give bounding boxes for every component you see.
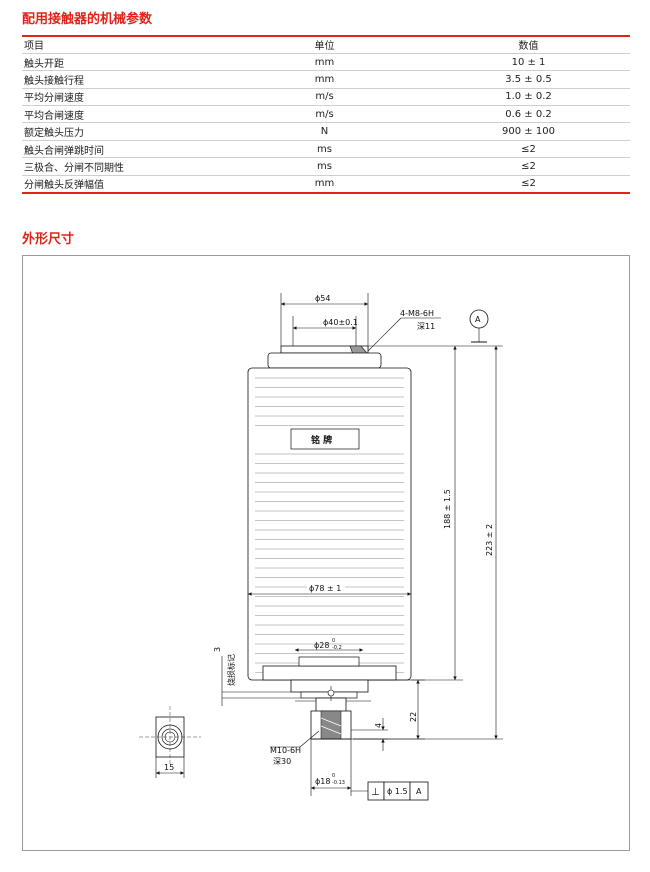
cell-unit: N bbox=[222, 122, 427, 141]
header-item: 项目 bbox=[22, 34, 222, 54]
dim-height-188: 188 ± 1.5 bbox=[368, 345, 463, 681]
cell-item: 平均分闸速度 bbox=[22, 88, 222, 107]
section-title-dimensions: 外形尺寸 bbox=[22, 232, 75, 247]
dim-188-label: 188 ± 1.5 bbox=[443, 489, 452, 529]
cell-unit: mm bbox=[222, 70, 427, 89]
datum-a-symbol: A bbox=[469, 309, 489, 343]
dim-body-dia-label: ϕ78 ± 1 bbox=[309, 584, 341, 593]
bottom-side-view: 15 bbox=[139, 706, 201, 778]
vacuum-interrupter-drawing: ϕ54 ϕ40±0.1 4-M8-6H 深11 A bbox=[139, 293, 503, 801]
header-unit: 单位 bbox=[222, 34, 427, 54]
burn-mark-callout: 3 烧损标记 bbox=[213, 647, 301, 706]
cell-value: 1.0 ± 0.2 bbox=[427, 88, 630, 107]
moving-stem bbox=[310, 686, 352, 740]
perpendicularity-symbol: ⊥ bbox=[371, 787, 380, 798]
cell-unit: ms bbox=[222, 140, 427, 159]
header-value: 数值 bbox=[427, 34, 630, 54]
thread-top-callout: 4-M8-6H 深11 bbox=[362, 309, 441, 357]
thread-bottom-label: M10-6H bbox=[270, 746, 301, 755]
dim-top-inner: ϕ40±0.1 bbox=[292, 316, 358, 346]
mark-3-label: 3 bbox=[213, 647, 222, 652]
thread-bottom-callout: M10-6H 深30 bbox=[270, 730, 320, 766]
table-header-row: 项目 单位 数值 bbox=[22, 34, 630, 54]
datum-a-label: A bbox=[475, 315, 481, 324]
cell-item: 平均合闸速度 bbox=[22, 105, 222, 124]
burn-mark-label: 烧损标记 bbox=[226, 654, 236, 686]
cell-item: 触头合闸弹跳时间 bbox=[22, 140, 222, 159]
dim-4-label: 4 bbox=[374, 723, 383, 728]
cell-value: 10 ± 1 bbox=[427, 53, 630, 72]
cell-item: 触头接触行程 bbox=[22, 70, 222, 89]
cell-unit: ms bbox=[222, 157, 427, 176]
body-ribs bbox=[255, 377, 404, 673]
dim-top-outer-label: ϕ54 bbox=[315, 294, 330, 303]
tol-datum-label: A bbox=[416, 787, 422, 796]
dim-223-label: 223 ± 2 bbox=[485, 524, 494, 556]
dim-15-label: 15 bbox=[164, 763, 174, 772]
dim-flange-tol-up: 0 bbox=[332, 638, 335, 644]
cell-unit: mm bbox=[222, 175, 427, 194]
cell-value: ≤2 bbox=[427, 140, 630, 159]
cell-item: 三极合、分闸不同期性 bbox=[22, 157, 222, 176]
dim-height-223: 223 ± 2 bbox=[353, 345, 503, 740]
cell-unit: mm bbox=[222, 53, 427, 72]
ceramic-body: 铭 牌 bbox=[247, 367, 412, 681]
dim-flange-label: ϕ28 bbox=[314, 641, 329, 650]
dim-22-label: 22 bbox=[409, 712, 418, 722]
cell-value: 0.6 ± 0.2 bbox=[427, 105, 630, 124]
dim-top-inner-label: ϕ40±0.1 bbox=[323, 318, 358, 327]
dim-body-dia: ϕ78 ± 1 bbox=[248, 582, 411, 596]
thread-bottom-depth: 深30 bbox=[273, 757, 291, 766]
section-title-mechanical-params: 配用接触器的机械参数 bbox=[22, 12, 153, 27]
dimension-drawing-frame: ϕ54 ϕ40±0.1 4-M8-6H 深11 A bbox=[22, 255, 630, 851]
perpendicularity-tolerance-frame: ⊥ ϕ 1.5 A bbox=[351, 781, 429, 801]
cell-unit: m/s bbox=[222, 88, 427, 107]
cell-item: 触头开距 bbox=[22, 53, 222, 72]
tol-value-label: ϕ 1.5 bbox=[387, 787, 408, 796]
thread-top-depth: 深11 bbox=[417, 322, 435, 331]
cell-value: ≤2 bbox=[427, 157, 630, 176]
top-cap bbox=[267, 345, 382, 369]
dim-flange-tol-low: -0.2 bbox=[332, 645, 342, 651]
cell-value: 3.5 ± 0.5 bbox=[427, 70, 630, 89]
cell-item: 分闸触头反弹幅值 bbox=[22, 175, 222, 194]
thread-top-label: 4-M8-6H bbox=[400, 309, 434, 318]
cell-value: ≤2 bbox=[427, 175, 630, 194]
dim-stem-dia: ϕ18 0 -0.13 bbox=[310, 739, 352, 796]
dim-stem-label: ϕ18 bbox=[315, 777, 330, 786]
nameplate-label: 铭 牌 bbox=[311, 434, 332, 446]
dim-stem-tol-low: -0.13 bbox=[332, 780, 345, 786]
dim-top-outer: ϕ54 bbox=[280, 293, 369, 351]
dim-stem-tol-up: 0 bbox=[332, 773, 335, 779]
cell-unit: m/s bbox=[222, 105, 427, 124]
cell-value: 900 ± 100 bbox=[427, 122, 630, 141]
dim-4: 4 bbox=[351, 718, 388, 751]
cell-item: 额定触头压力 bbox=[22, 122, 222, 141]
